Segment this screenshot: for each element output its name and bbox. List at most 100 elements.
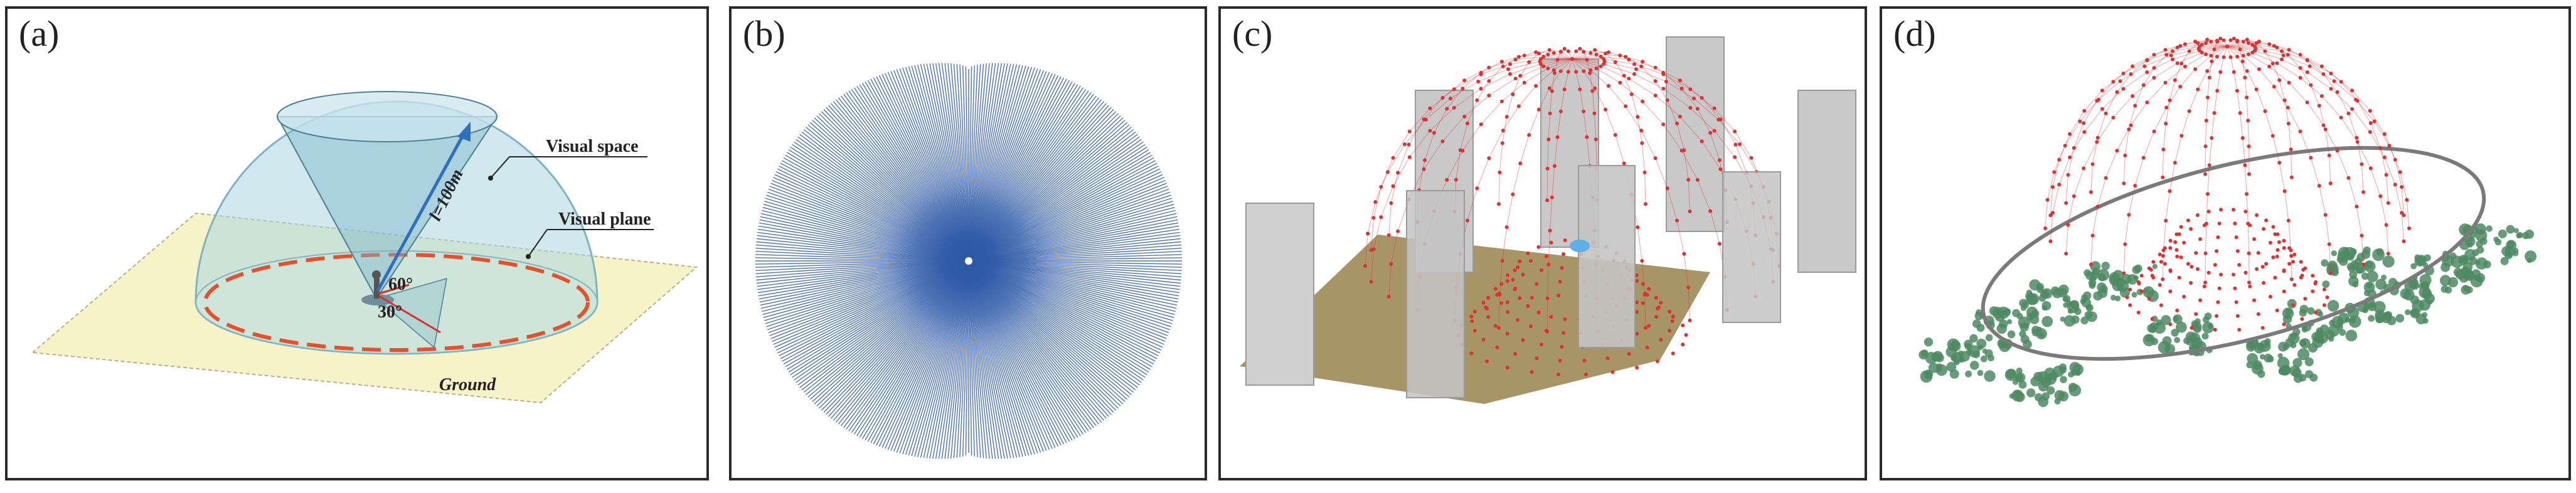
sight-ray [851,88,969,262]
visibility-point [2161,147,2166,152]
visibility-point [1594,53,1599,57]
visibility-point [2305,58,2309,63]
tree-point [2301,326,2308,333]
visibility-point [1516,318,1520,322]
tree-point [2506,240,2515,248]
visibility-point [2277,240,2281,244]
visibility-point [1462,78,1467,83]
visibility-point [2346,111,2351,115]
visibility-point [1627,58,1631,61]
visibility-point [1641,99,1645,103]
visibility-point [1717,241,1722,246]
sight-ray [788,149,969,262]
sight-ray [968,85,1081,262]
visibility-point [1654,295,1658,300]
sight-ray [762,206,969,262]
visibility-point [2303,266,2307,270]
tree-point [2493,236,2499,242]
tree-point [2277,353,2283,359]
downward-view-wedge [375,277,447,349]
visibility-point [2168,189,2172,193]
sight-ray [780,260,969,359]
sight-ray [920,260,969,458]
visibility-point [1688,105,1693,110]
visibility-point [2382,132,2387,136]
sight-ray [968,260,1117,411]
visibility-point [1733,155,1737,159]
sight-ray [760,260,969,309]
sight-ray [968,260,1149,373]
visibility-point [2072,194,2076,198]
tree-point [2299,374,2307,382]
visibility-point [2141,83,2146,87]
visibility-point [1653,156,1658,161]
visibility-point [1527,60,1531,64]
sight-ray [823,109,969,262]
visibility-point [2164,105,2169,110]
sight-ray [758,260,969,297]
visibility-point [2173,240,2178,244]
visibility-point [2215,40,2220,44]
sight-ray [764,201,969,262]
sight-ray [760,216,969,262]
sight-ray [826,260,969,415]
tree-point [2325,330,2335,340]
visibility-point [2328,271,2333,275]
visibility-point [2303,297,2307,301]
sight-ray [968,260,1112,415]
visibility-point [1486,295,1491,300]
sight-ray [816,115,969,262]
visibility-point [2131,64,2135,68]
sight-ray [773,177,969,262]
sight-ray [968,260,1097,427]
visibility-point [1641,60,1645,64]
tree-point [2054,390,2065,401]
visibility-point [1516,55,1521,59]
visibility-point [1588,71,1592,75]
tree-point [2162,336,2172,346]
sight-ray [806,127,969,262]
sight-ray [856,260,969,437]
sight-ray [968,260,1128,400]
visibility-point [1526,252,1530,255]
visibility-point [2203,172,2207,176]
visibility-point [1369,280,1373,284]
visibility-point [1511,92,1515,97]
visibility-point [2159,260,2163,264]
tree-point [2412,310,2419,317]
visibility-point [2250,50,2255,55]
tree-point [1951,354,1958,362]
sight-ray [763,260,969,318]
tree-point [2254,342,2265,354]
visibility-point [2234,300,2238,304]
visibility-point [1472,309,1477,314]
sight-ray [968,260,1182,278]
visibility-point [2129,123,2133,127]
visibility-point [1560,344,1564,349]
sight-ray [846,92,969,262]
sight-ray [968,260,1179,297]
observer-base [361,294,394,305]
visibility-point [1582,69,1586,73]
sight-ray [803,260,969,393]
visibility-point [1504,115,1509,119]
sight-ray [968,260,1177,309]
visibility-point [1505,279,1509,283]
visibility-point [1712,106,1716,110]
visibility-point [1738,142,1742,146]
tree-point [2440,285,2449,293]
visibility-point [2319,94,2324,98]
sight-ray [782,160,969,262]
visibility-point [1661,72,1666,77]
sight-ray [762,260,969,312]
tree-point [2264,338,2271,345]
visibility-point [2177,232,2181,236]
visibility-point [1373,200,1378,204]
visibility-point [2152,53,2156,57]
visibility-point [2222,55,2226,60]
tree-point [2321,259,2329,267]
sight-ray [968,99,1102,262]
visibility-point [1516,104,1521,109]
visibility-point [1629,92,1634,97]
visibility-point [1599,64,1603,68]
